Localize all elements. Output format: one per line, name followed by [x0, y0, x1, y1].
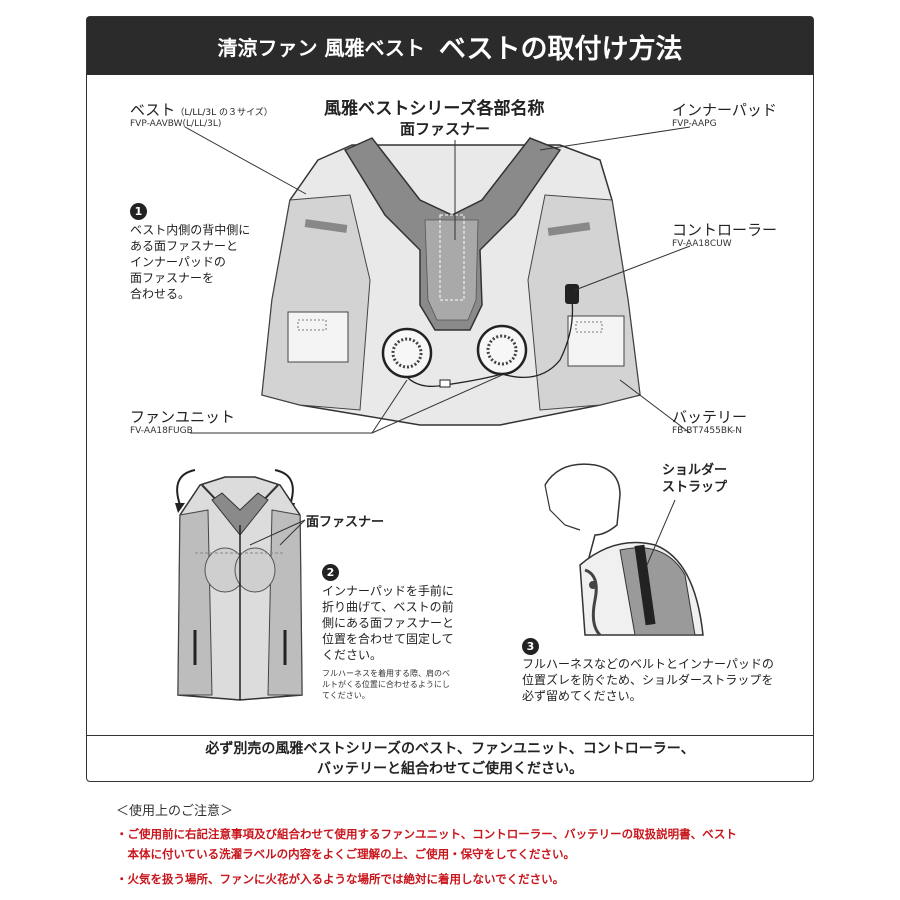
inner-pad-label: インナーパッド — [672, 101, 777, 119]
step3-line: 必ず留めてください。 — [522, 689, 642, 703]
caution-item1-line2: 本体に付いている洗濯ラベルの内容をよくご理解の上、ご使用・保守をしてください。 — [116, 847, 575, 861]
step3-line: 位置ズレを防ぐため、ショルダーストラップを — [522, 673, 774, 687]
shoulder-strap-label: ショルダー ストラップ — [662, 462, 727, 496]
step2-line: 折り曲げて、ベストの前 — [322, 600, 454, 614]
vest-label-name: ベスト — [130, 101, 176, 119]
step2-line: ください。 — [322, 648, 383, 662]
caution-item1-line1: ・ご使用前に右記注意事項及び組合わせて使用するファンユニット、コントローラー、バ… — [116, 827, 737, 841]
step1-line: ベスト内側の背中側に — [130, 223, 251, 237]
step3-text: フルハーネスなどのベルトとインナーパッドの 位置ズレを防ぐため、ショルダーストラ… — [522, 656, 774, 704]
velcro-label-step2: 面ファスナー — [306, 515, 385, 530]
battery-label: バッテリー — [672, 408, 748, 426]
step2-note-line: てください。 — [322, 691, 370, 700]
combination-notice: 必ず別売の風雅ベストシリーズのベスト、ファンユニット、コントローラー、 バッテリ… — [87, 735, 813, 782]
velcro-label-main: 面ファスナー — [400, 120, 491, 138]
step2-line: インナーパッドを手前に — [322, 584, 454, 598]
title-bar: 清涼ファン 風雅ベスト ベストの取付け方法 — [87, 17, 813, 75]
shoulder-strap-illustration — [544, 463, 704, 637]
title-main: ベストの取付け方法 — [438, 33, 683, 65]
combination-notice-line2: バッテリーと組合わせてご使用ください。 — [317, 761, 583, 777]
controller-label: コントローラー — [672, 221, 778, 239]
step1-line: インナーパッドの — [130, 255, 226, 269]
title-product: 清涼ファン 風雅ベスト — [217, 35, 425, 60]
strap-label-line: ショルダー — [662, 463, 728, 478]
step2-note: フルハーネスを着用する際、肩のベ ルトがくる位置に合わせるようにし てください。 — [322, 668, 450, 701]
step2-line: 位置を合わせて固定して — [322, 632, 454, 646]
vest-code: FVP-AAVBW(L/LL/3L) — [130, 119, 222, 129]
step1-line: ある面ファスナーと — [130, 239, 239, 253]
step1-number: 1 — [130, 203, 147, 220]
battery-code: FB-BT7455BK-N — [672, 426, 742, 436]
strap-label-line: ストラップ — [662, 480, 728, 495]
step3-line: フルハーネスなどのベルトとインナーパッドの — [522, 657, 774, 671]
combination-notice-line1: 必ず別売の風雅ベストシリーズのベスト、ファンユニット、コントローラー、 — [205, 741, 695, 757]
caution-item2: ・火気を扱う場所、ファンに火花が入るような場所では絶対に着用しないでください。 — [116, 872, 565, 886]
step2-note-line: フルハーネスを着用する際、肩のベ — [322, 669, 450, 678]
step3-number: 3 — [522, 638, 539, 655]
step2-text: インナーパッドを手前に 折り曲げて、ベストの前 側にある面ファスナーと 位置を合… — [322, 583, 454, 663]
step2-note-line: ルトがくる位置に合わせるようにし — [322, 680, 450, 689]
fan-unit-code: FV-AA18FUGB — [130, 426, 193, 436]
controller-code: FV-AA18CUW — [672, 239, 732, 249]
diagram-heading: 風雅ベストシリーズ各部名称 — [324, 99, 545, 119]
vest-label: ベスト（L/LL/3L の３サイズ） — [130, 99, 273, 120]
caution-heading: ＜使用上のご注意＞ — [116, 804, 234, 819]
step1-line: 面ファスナーを — [130, 271, 215, 285]
step1-text: ベスト内側の背中側に ある面ファスナーと インナーパッドの 面ファスナーを 合わ… — [130, 222, 250, 302]
front-vest-illustration — [175, 469, 306, 701]
vest-sizes: （L/LL/3L の３サイズ） — [175, 108, 273, 118]
inner-pad-code: FVP-AAPG — [672, 119, 717, 129]
vest-parts-diagram — [184, 126, 691, 434]
step2-line: 側にある面ファスナーと — [322, 616, 455, 630]
step2-number: 2 — [322, 564, 339, 581]
step1-line: 合わせる。 — [130, 287, 191, 301]
fan-unit-label: ファンユニット — [130, 408, 236, 426]
